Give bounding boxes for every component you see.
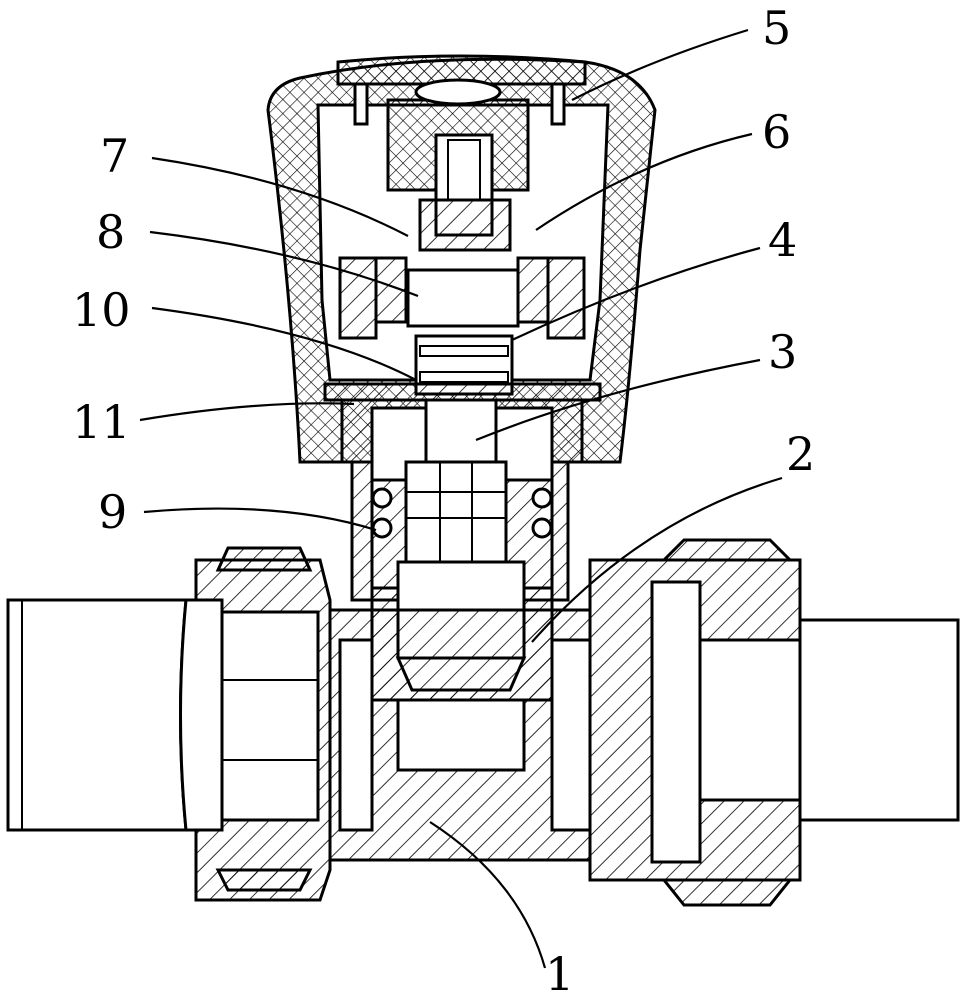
callout-3: 3: [768, 325, 797, 379]
leader-lines: [139, 28, 783, 969]
leader-3: [475, 358, 761, 442]
callout-2: 2: [786, 427, 815, 481]
callout-labels: 1 2 3 4 5 6 7 8 9 10 11: [72, 1, 815, 1000]
leader-2: [531, 476, 783, 643]
leader-4: [511, 246, 761, 341]
callout-1: 1: [545, 947, 574, 1000]
right-coupling: [588, 538, 960, 907]
leader-10: [151, 306, 417, 381]
leader-7: [151, 156, 409, 237]
callout-4: 4: [768, 213, 797, 267]
valve-body: [328, 608, 592, 862]
callout-11: 11: [72, 395, 131, 449]
leader-1: [429, 821, 547, 969]
callout-5: 5: [762, 1, 791, 55]
callout-9: 9: [98, 485, 127, 539]
callout-10: 10: [72, 283, 131, 337]
leader-9: [143, 507, 377, 532]
leader-6: [535, 132, 753, 231]
callout-7: 7: [100, 129, 129, 183]
callout-8: 8: [96, 205, 125, 259]
callout-6: 6: [762, 105, 791, 159]
left-coupling: [6, 546, 332, 902]
leader-5: [571, 28, 749, 101]
leader-11: [139, 402, 355, 422]
leader-8: [149, 230, 419, 298]
